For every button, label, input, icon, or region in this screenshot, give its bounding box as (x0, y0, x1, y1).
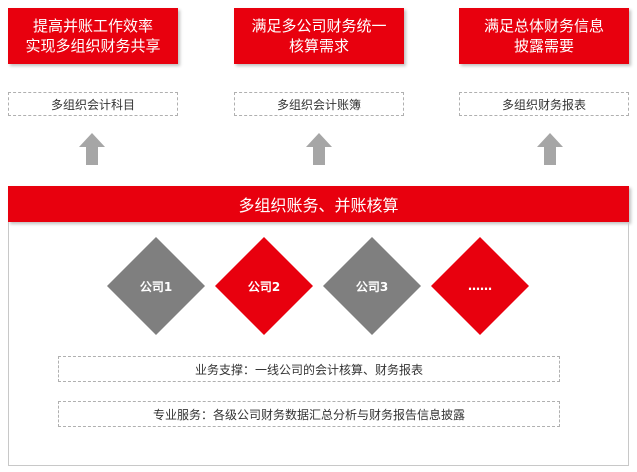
goal-box-efficiency: 提高并账工作效率 实现多组织财务共享 (8, 8, 178, 64)
professional-service-line: 专业服务：各级公司财务数据汇总分析与财务报告信息披露 (58, 401, 560, 427)
company-diamond-2: 公司2 (215, 237, 313, 335)
company-diamond-1: 公司1 (107, 237, 205, 335)
up-arrow-icon (306, 133, 332, 165)
goal-box-unified-accounting: 满足多公司财务统一 核算需求 (234, 8, 404, 64)
company-label: 公司1 (139, 279, 173, 294)
up-arrow-icon (537, 133, 563, 165)
feature-ledgers: 多组织会计账簿 (234, 92, 404, 116)
company-label: …… (468, 279, 492, 293)
up-arrow-icon (79, 133, 105, 165)
feature-accounts: 多组织会计科目 (8, 92, 178, 116)
main-title: 多组织账务、并账核算 (8, 186, 629, 222)
main-panel (8, 222, 629, 466)
feature-reports: 多组织财务报表 (459, 92, 629, 116)
company-label: 公司3 (355, 279, 389, 294)
goal-box-disclosure: 满足总体财务信息 披露需要 (459, 8, 629, 64)
company-diamond-3: 公司3 (323, 237, 421, 335)
goal-text: 提高并账工作效率 实现多组织财务共享 (25, 17, 161, 55)
goal-text: 满足多公司财务统一 核算需求 (251, 17, 387, 55)
business-support-line: 业务支撑：一线公司的会计核算、财务报表 (58, 356, 560, 382)
company-diamond-more: …… (431, 237, 529, 335)
company-label: 公司2 (247, 279, 281, 294)
goal-text: 满足总体财务信息 披露需要 (483, 17, 604, 55)
